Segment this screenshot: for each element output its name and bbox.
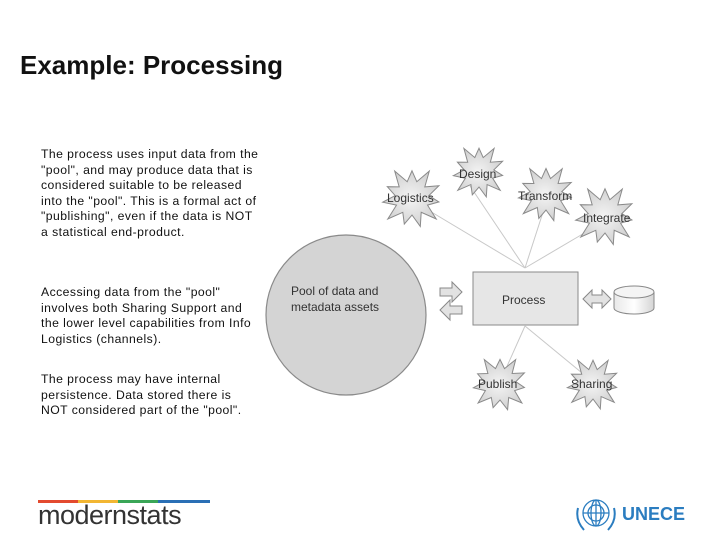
process-storage-arrow-icon [582, 288, 612, 310]
pool-label-line2: metadata assets [291, 300, 379, 314]
paragraph-internal-persistence: The process may have internal persistenc… [41, 372, 242, 418]
star-label-publish: Publish [478, 377, 517, 391]
star-label-transform: Transform [518, 189, 572, 203]
capability-stars [381, 146, 634, 412]
connector-line [469, 185, 526, 269]
star-label-logistics: Logistics [387, 191, 434, 205]
unece-logo: UNECE [576, 499, 685, 531]
paragraph-process-description: The process uses input data from the "po… [41, 147, 259, 239]
un-emblem-icon [582, 499, 610, 527]
process-label: Process [502, 293, 545, 307]
integrate-star [574, 187, 634, 246]
sharing-star [565, 358, 618, 411]
logistics-star [381, 169, 441, 228]
star-label-sharing: Sharing [571, 377, 612, 391]
star-label-design: Design [459, 167, 496, 181]
pool-circle [265, 234, 427, 396]
slide-title: Example: Processing [20, 50, 283, 80]
process-box [472, 271, 579, 326]
transform-star [517, 167, 573, 222]
pool-label-line1: Pool of data and [291, 284, 378, 298]
paragraph-accessing-data: Accessing data from the "pool" involves … [41, 285, 252, 346]
design-star [451, 146, 504, 199]
modernstats-logo: modernstats [38, 500, 210, 530]
svg-text:modernstats: modernstats [38, 500, 181, 530]
connector-line [524, 205, 546, 269]
pool-process-arrows-icon [439, 280, 463, 322]
connector-line [417, 203, 526, 269]
svg-text:UNECE: UNECE [622, 504, 685, 524]
publish-star [472, 358, 526, 412]
star-label-integrate: Integrate [583, 211, 631, 225]
internal-storage-cylinder-icon [613, 285, 655, 315]
